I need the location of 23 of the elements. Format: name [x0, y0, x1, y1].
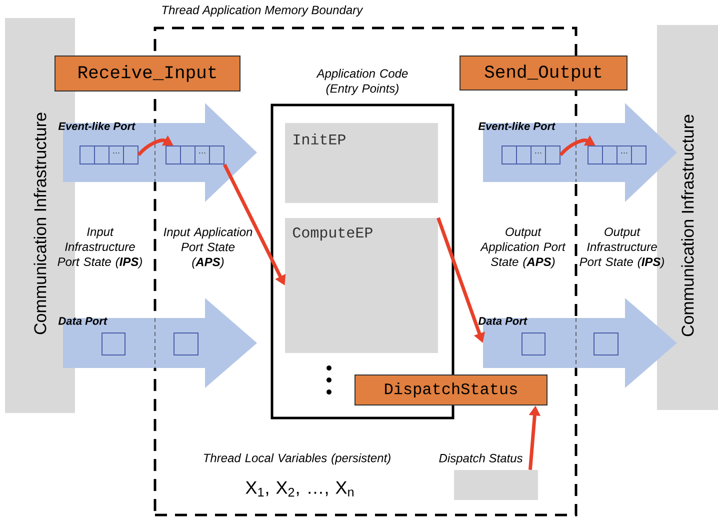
entry-point-box: InitEP: [285, 123, 438, 203]
queue: …: [80, 146, 138, 164]
port-state-label: Input Infrastructure Port State (IPS): [58, 228, 142, 268]
status-box: Dispatch Status: [439, 454, 538, 500]
entry-point-box: ComputeEP: [285, 218, 438, 353]
node-label: Dispatch Status: [439, 454, 523, 465]
queue: …: [166, 146, 224, 164]
data-slot: [102, 332, 126, 356]
variables-label: Thread Local Variables (persistent): [204, 453, 390, 465]
node-label: Thread Application Memory Boundary: [162, 5, 364, 17]
queue: …: [502, 146, 560, 164]
variables-list: X$_{1}$, X$_{2}$, …, X$_{n}$: [246, 481, 354, 497]
port-state-label: Output Application Port State (APS): [480, 228, 566, 268]
function-box: Send_Output: [460, 56, 628, 90]
data-slot: [522, 332, 546, 356]
function-box: DispatchStatus: [354, 374, 548, 406]
data-slot: [594, 332, 618, 356]
data-slot: [174, 332, 198, 356]
queue: …: [588, 146, 646, 164]
function-box: Receive_Input: [54, 56, 240, 92]
port-state-label: Output Infrastructure Port State (IPS): [580, 228, 664, 268]
port-state-label: Input Application Port State (APS): [164, 227, 252, 269]
node-label: Application Code (Entry Points): [316, 68, 408, 96]
